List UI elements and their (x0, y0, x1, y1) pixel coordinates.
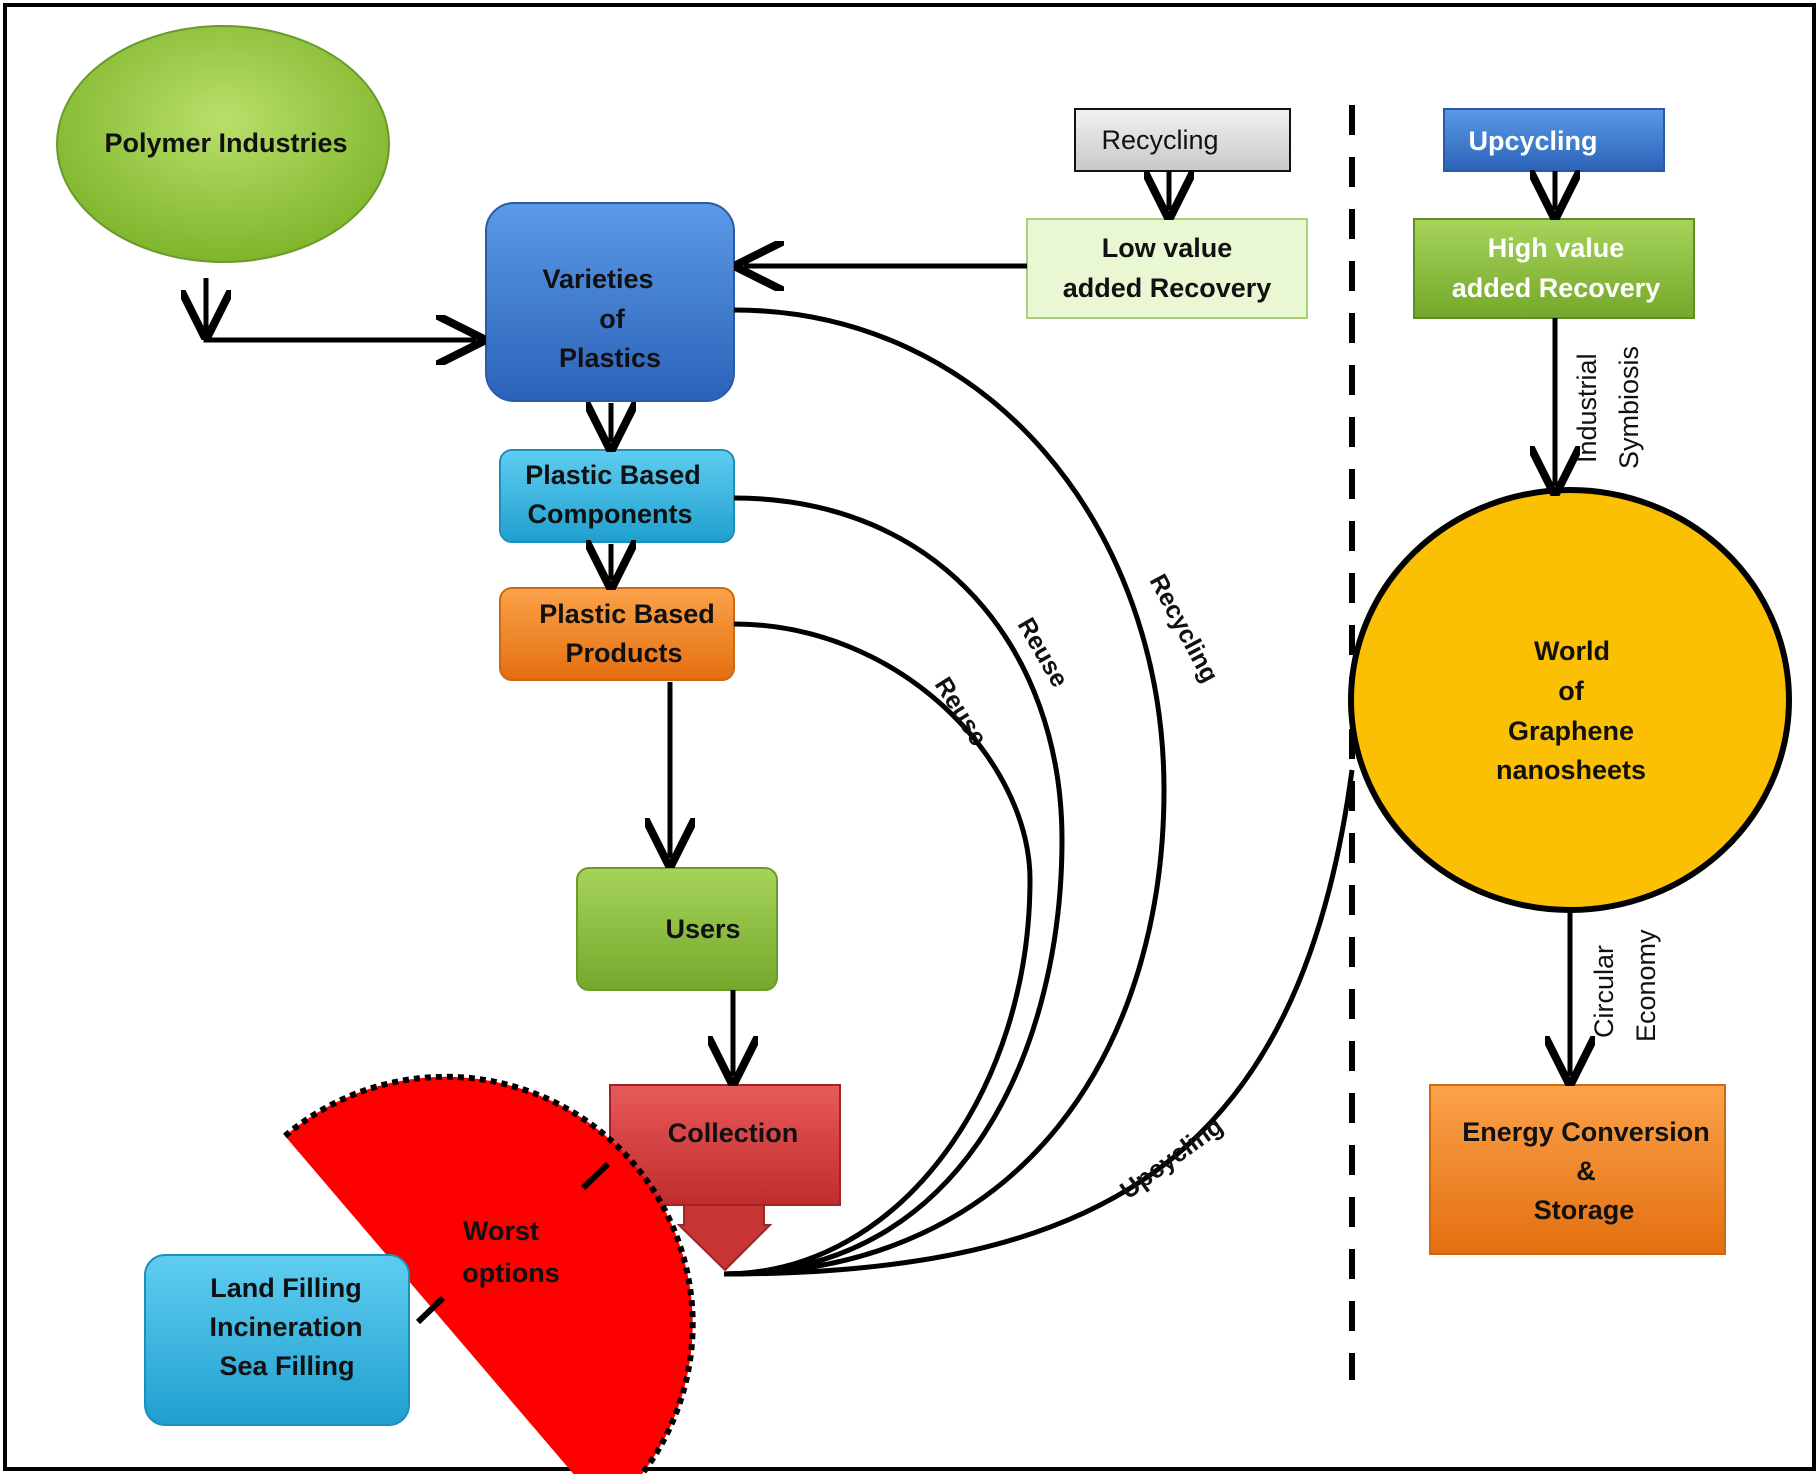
plastic-products-node: Plastic Based Products (499, 587, 735, 681)
low-value-line-2: added Recovery (1063, 273, 1272, 303)
label-recycling-arc: Recycling (1144, 570, 1224, 687)
curve-reuse-products (723, 621, 1033, 1277)
high-value-line-2: added Recovery (1452, 273, 1661, 303)
low-value-recovery-node: Low value added Recovery (1026, 218, 1308, 319)
landfill-line-2: Incineration (209, 1312, 362, 1342)
energy-line-1: Energy Conversion (1462, 1117, 1710, 1147)
graphene-world-node: World of Graphene nanosheets (1348, 487, 1792, 913)
label-reuse-products: Reuse (929, 672, 993, 751)
label-circular-economy-1: Circular (1589, 945, 1619, 1038)
products-line-1: Plastic Based (539, 599, 715, 629)
curve-reuse-components (723, 495, 1065, 1277)
landfill-line-1: Land Filling (210, 1273, 361, 1303)
upcycling-box-label: Upcycling (1468, 126, 1597, 156)
label-industrial-symbiosis-2: Symbiosis (1614, 346, 1644, 469)
landfill-line-3: Sea Filling (219, 1351, 354, 1381)
high-value-recovery-node: High value added Recovery (1413, 218, 1695, 319)
recycling-box-node: Recycling (1074, 108, 1291, 172)
worst-options-connector-bottom (415, 1295, 446, 1325)
users-node: Users (576, 867, 778, 991)
landfill-node: Land Filling Incineration Sea Filling (144, 1254, 410, 1426)
collection-label: Collection (668, 1118, 799, 1148)
label-industrial-symbiosis-1: Industrial (1572, 353, 1602, 463)
worst-options-line-1: Worst (463, 1216, 539, 1246)
varieties-of-plastics-node: Varieties of Plastics (485, 202, 735, 402)
upcycling-box-node: Upcycling (1443, 108, 1665, 172)
label-upcycling-arc: Upcycling (1115, 1112, 1228, 1205)
high-value-line-1: High value (1488, 233, 1625, 263)
arrow-polymer-to-varieties (203, 278, 476, 340)
outer-frame (3, 3, 1816, 1471)
plastic-components-node: Plastic Based Components (499, 449, 735, 543)
graphene-line-4: nanosheets (1496, 755, 1646, 785)
polymer-industries-node: Polymer Industries (56, 25, 390, 263)
varieties-line-2: of (599, 304, 625, 334)
varieties-line-3: Plastics (559, 343, 661, 373)
energy-conversion-node: Energy Conversion & Storage (1429, 1084, 1726, 1255)
graphene-line-1: World (1534, 636, 1610, 666)
label-reuse-components: Reuse (1012, 613, 1074, 692)
varieties-line-1: Varieties (542, 264, 653, 294)
recycling-box-label: Recycling (1101, 125, 1218, 155)
curve-upcycling (723, 769, 1355, 1277)
users-label: Users (665, 914, 740, 944)
components-line-2: Components (528, 499, 693, 529)
polymer-industries-label: Polymer Industries (104, 128, 347, 158)
graphene-line-3: Graphene (1508, 716, 1634, 746)
products-line-2: Products (565, 638, 682, 668)
worst-options-connector-top (580, 1161, 611, 1191)
worst-options-line-2: options (462, 1258, 559, 1288)
low-value-line-1: Low value (1102, 233, 1233, 263)
energy-line-3: Storage (1534, 1195, 1635, 1225)
worst-options-node: Worst options (283, 1073, 696, 1474)
curve-recycling (723, 307, 1167, 1277)
graphene-line-2: of (1558, 676, 1584, 706)
energy-line-2: & (1576, 1156, 1596, 1186)
label-circular-economy-2: Economy (1631, 929, 1661, 1042)
components-line-1: Plastic Based (525, 460, 701, 490)
